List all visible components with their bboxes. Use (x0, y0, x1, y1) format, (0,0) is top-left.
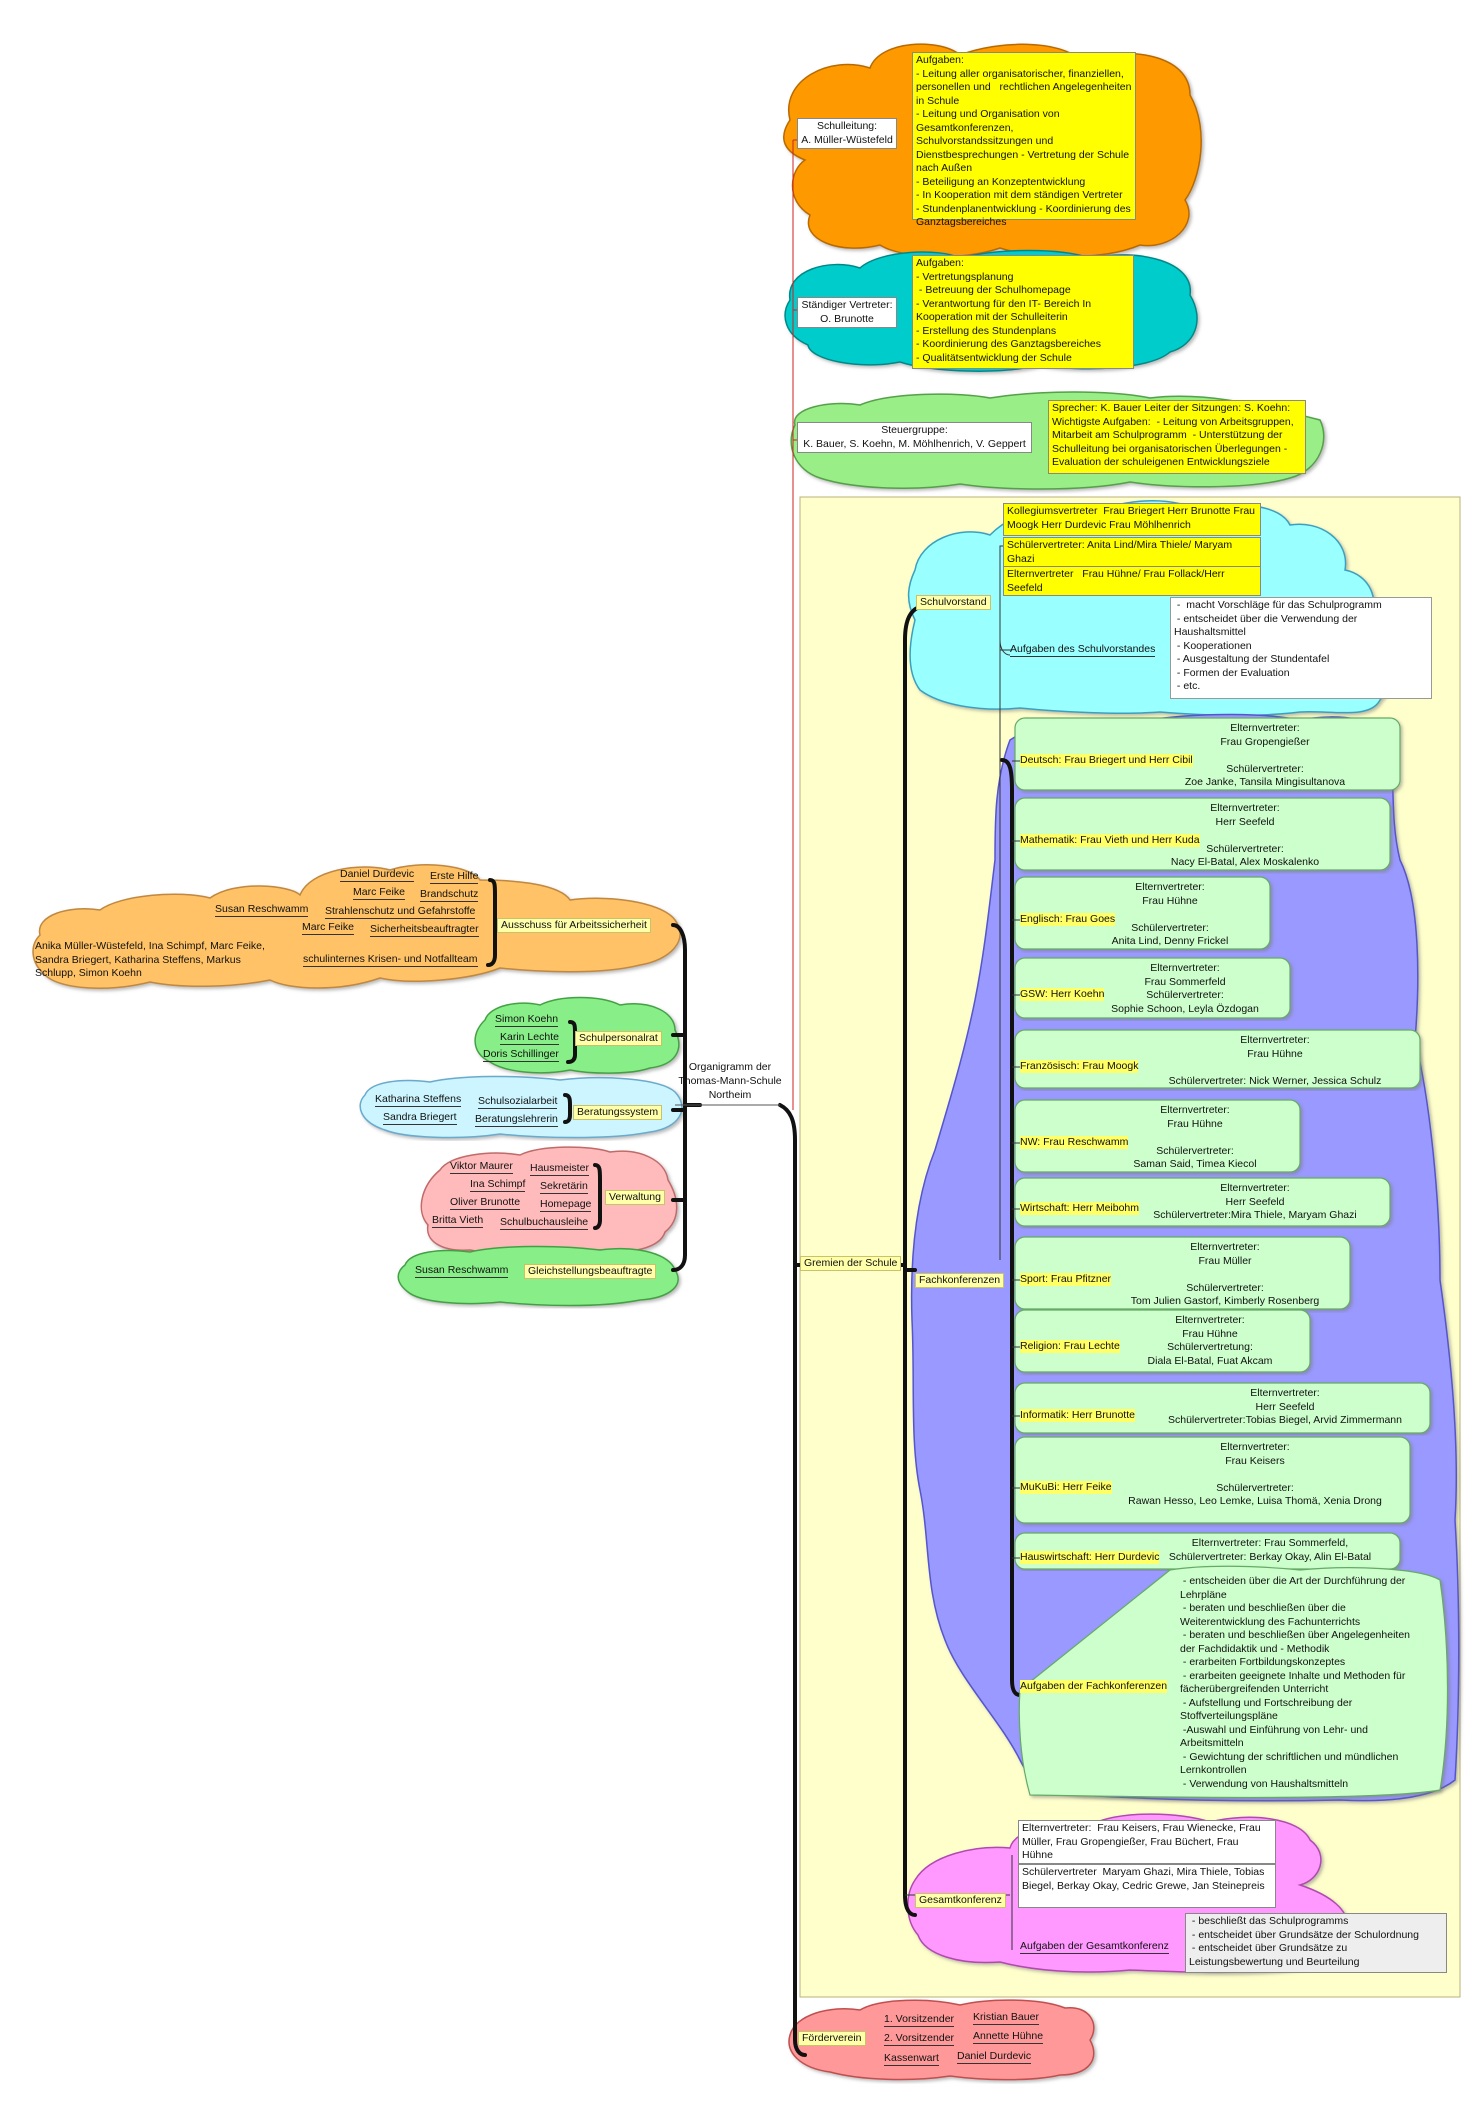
spr-member-3: Doris Schillinger (483, 1048, 559, 1062)
fach-subject: NW: Frau Reschwamm (1020, 1136, 1129, 1149)
schulpersonalrat-label: Schulpersonalrat (575, 1031, 662, 1046)
gk-member-1: Elternvertreter: Frau Keisers, Frau Wien… (1018, 1820, 1276, 1864)
bs-role-2: Beratungslehrerin (475, 1113, 558, 1127)
steuergruppe-tasks: Sprecher: K. Bauer Leiter der Sitzungen:… (1048, 400, 1306, 474)
fach-representatives: Elternvertreter: Frau Hühne Schülervertr… (1147, 1314, 1273, 1367)
foerderverein-label: Förderverein (798, 2031, 866, 2046)
vertreter-label: Ständiger Vertreter: O. Brunotte (797, 297, 897, 328)
fk-tasks-cloud (1018, 1565, 1449, 1799)
sv-member-2: Schülervertreter: Anita Lind/Mira Thiele… (1003, 537, 1261, 567)
as-person-5: Anika Müller-Wüstefeld, Ina Schimpf, Mar… (35, 940, 268, 979)
vw-person-4: Britta Vieth (432, 1214, 484, 1228)
sv-tasks: - macht Vorschläge für das Schulprogramm… (1170, 597, 1432, 699)
vw-role-4: Schulbuchausleihe (500, 1216, 589, 1230)
arbeitssicherheit-label: Ausschuss für Arbeitssicherheit (497, 918, 651, 933)
fach-representatives: Elternvertreter: Frau Keisers Schülerver… (1128, 1441, 1382, 1507)
fk-tasks: - entscheiden über die Art der Durchführ… (1180, 1575, 1411, 1790)
fach-representatives: Elternvertreter: Frau Hühne Schülervertr… (1168, 1034, 1382, 1087)
fv-person-1: Kristian Bauer (973, 2011, 1039, 2025)
fv-person-2: Annette Hühne (973, 2030, 1044, 2044)
fach-representatives: Elternvertreter: Herr Seefeld Schülerver… (1153, 1182, 1357, 1221)
gs-person: Susan Reschwamm (415, 1264, 509, 1278)
fachkonferenzen-label: Fachkonferenzen (915, 1273, 1005, 1288)
fach-subject: Wirtschaft: Herr Meibohm (1020, 1202, 1140, 1215)
as-person-1: Daniel Durdevic (340, 868, 415, 882)
vw-person-1: Viktor Maurer (450, 1160, 513, 1174)
fach-subject: Deutsch: Frau Briegert und Herr Cibil (1020, 754, 1193, 767)
fach-subject: Englisch: Frau Goes (1020, 913, 1116, 926)
fach-cloud (1014, 1099, 1301, 1173)
bs-person-2: Sandra Briegert (383, 1111, 457, 1125)
as-person-3: Susan Reschwamm (215, 903, 309, 917)
beratungssystem-cloud (359, 1075, 683, 1139)
gk-tasks: - beschließt das Schulprogramms - entsch… (1185, 1913, 1447, 1973)
as-role-4: Sicherheitsbeauftragter (370, 923, 479, 937)
spr-member-1: Simon Koehn (495, 1013, 559, 1027)
vw-role-2: Sekretärin (540, 1180, 588, 1194)
spr-member-2: Karin Lechte (500, 1031, 559, 1045)
fach-subject: GSW: Herr Koehn (1020, 988, 1105, 1001)
fach-subject: Hauswirtschaft: Herr Durdevic (1020, 1551, 1160, 1564)
verwaltung-cloud (420, 1146, 678, 1256)
as-role-1: Erste Hilfe (430, 870, 479, 884)
center-title: Organigramm der Thomas-Mann-Schule North… (678, 1061, 782, 1101)
fv-role-1: 1. Vorsitzender (884, 2013, 955, 2027)
as-role-3: Strahlenschutz und Gefahrstoffe (325, 905, 476, 919)
fach-representatives: Elternvertreter: Herr Seefeld Schülerver… (1167, 1387, 1402, 1426)
vw-person-2: Ina Schimpf (470, 1178, 526, 1192)
beratungssystem-label: Beratungssystem (573, 1105, 663, 1120)
fach-cloud (1014, 876, 1271, 950)
gk-tasks-label: Aufgaben der Gesamtkonferenz (1020, 1940, 1169, 1954)
vertreter-tasks: Aufgaben: - Vertretungsplanung - Betreuu… (912, 255, 1134, 369)
fach-subject: MuKuBi: Herr Feike (1020, 1481, 1112, 1494)
fk-tasks-label: Aufgaben der Fachkonferenzen (1020, 1680, 1168, 1693)
vw-role-1: Hausmeister (530, 1162, 589, 1176)
fach-cloud (1014, 1236, 1351, 1310)
vw-role-3: Homepage (540, 1198, 592, 1212)
sv-member-1: Kollegiumsvertreter Frau Briegert Herr B… (1003, 503, 1261, 536)
schulvorstand-label: Schulvorstand (916, 595, 991, 610)
fach-representatives: Elternvertreter: Frau Hühne Schülervertr… (1111, 881, 1229, 947)
gleichstellung-label: Gleichstellungsbeauftragte (524, 1264, 657, 1279)
as-person-2: Marc Feike (353, 886, 405, 900)
fach-cloud (1014, 1309, 1311, 1373)
vw-person-3: Oliver Brunotte (450, 1196, 521, 1210)
schulleitung-tasks: Aufgaben: - Leitung aller organisatorisc… (912, 52, 1136, 228)
as-role-5: schulinternes Krisen- und Notfallteam (303, 953, 478, 967)
fach-subject: Mathematik: Frau Vieth und Herr Kuda (1020, 834, 1200, 847)
fach-representatives: Elternvertreter: Frau Sommerfeld Schüler… (1111, 962, 1259, 1015)
verwaltung-label: Verwaltung (605, 1190, 665, 1205)
fach-subject: Sport: Frau Pfitzner (1020, 1273, 1112, 1286)
sv-member-3: Elternvertreter Frau Hühne/ Frau Follack… (1003, 566, 1261, 596)
fach-subject: Französisch: Frau Moogk (1020, 1060, 1139, 1073)
fach-representatives: Elternvertreter: Herr Seefeld Schülerver… (1170, 802, 1320, 868)
gremien-label: Gremien der Schule (800, 1256, 902, 1271)
foerderverein-cloud (788, 1999, 1095, 2081)
schulleitung-label: Schulleitung: A. Müller-Wüstefeld (797, 118, 897, 149)
fach-representatives: Elternvertreter: Frau Sommerfeld, Schüle… (1168, 1537, 1372, 1563)
fach-representatives: Elternvertreter: Frau Müller Schülervert… (1130, 1241, 1320, 1307)
bs-person-1: Katharina Steffens (375, 1093, 462, 1107)
fach-cloud (1014, 717, 1401, 791)
fach-cloud (1014, 957, 1291, 1019)
fv-role-3: Kassenwart (884, 2052, 939, 2066)
fach-cloud (1014, 797, 1391, 871)
fach-representatives: Elternvertreter: Frau Gropengießer Schül… (1184, 722, 1346, 788)
bs-role-1: Schulsozialarbeit (478, 1095, 558, 1109)
as-role-2: Brandschutz (420, 888, 479, 902)
gk-member-2: Schülervertreter Maryam Ghazi, Mira Thie… (1018, 1864, 1276, 1908)
as-person-4: Marc Feike (302, 921, 354, 935)
fach-subject: Informatik: Herr Brunotte (1020, 1409, 1135, 1422)
gesamtkonferenz-label: Gesamtkonferenz (915, 1893, 1006, 1908)
fach-cloud (1014, 1029, 1421, 1089)
fach-subject: Religion: Frau Lechte (1020, 1340, 1120, 1353)
fach-cloud (1014, 1436, 1411, 1524)
fach-representatives: Elternvertreter: Frau Hühne Schülervertr… (1133, 1104, 1257, 1170)
steuergruppe-label: Steuergruppe: K. Bauer, S. Koehn, M. Möh… (797, 422, 1032, 453)
sv-tasks-label: Aufgaben des Schulvorstandes (1010, 643, 1156, 657)
fv-person-3: Daniel Durdevic (957, 2050, 1032, 2064)
arbeitssicherheit-cloud (32, 864, 681, 989)
fv-role-2: 2. Vorsitzender (884, 2032, 955, 2046)
